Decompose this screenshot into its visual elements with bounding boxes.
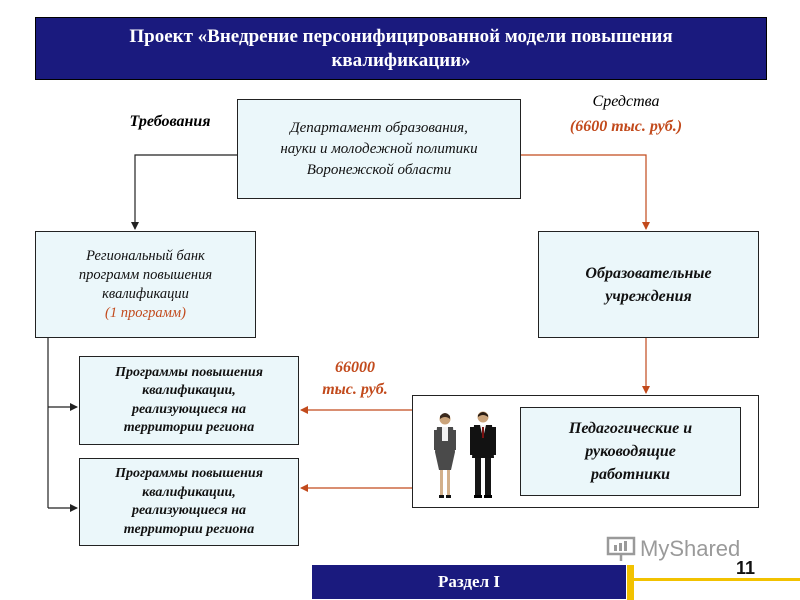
arrow-department-to-bank <box>131 154 237 230</box>
department-line-1: Департамент образования, <box>290 119 468 136</box>
department-line-2: науки и молодежной политики <box>280 140 478 157</box>
title-line-2: квалификации» <box>331 49 471 71</box>
institutions-line-1: Образовательные <box>585 264 712 282</box>
workers-line-1: Педагогические и <box>568 420 693 437</box>
workers-line-3: работники <box>590 466 670 483</box>
bank-line-3: квалификации <box>102 285 189 302</box>
program-box-1: Программы повышения квалификации, реализ… <box>79 356 299 445</box>
bank-line-2: программ повышения <box>78 266 213 283</box>
workers-box: Педагогические и руководящие работники <box>520 407 741 496</box>
program1-line-2: квалификации, <box>142 383 236 398</box>
bank-line-1: Региональный банк <box>86 247 205 264</box>
program-box-2: Программы повышения квалификации, реализ… <box>79 458 299 546</box>
page-title: Проект «Внедрение персонифицированной мо… <box>35 17 767 80</box>
department-line-3: Воронежской области <box>306 161 452 178</box>
amount-line-2: тыс. руб. <box>322 381 388 398</box>
institutions-box: Образовательные учреждения <box>538 231 759 338</box>
arrow-department-to-institutions <box>521 154 650 230</box>
program2-line-1: Программы повышения <box>115 466 263 481</box>
footer-accent-stripe <box>627 565 634 600</box>
funds-label: Средства <box>592 93 660 110</box>
program2-line-2: квалификации, <box>142 484 236 500</box>
institutions-line-2: учреждения <box>605 287 692 305</box>
section-label: Раздел I <box>438 572 500 591</box>
program2-line-3: реализующиеся на <box>132 503 246 518</box>
program1-line-1: Программы повышения <box>115 364 263 380</box>
footer-accent-line <box>634 578 800 581</box>
department-box: Департамент образования, науки и молодеж… <box>237 99 521 199</box>
amount-label: 66000 тыс. руб. <box>300 357 410 401</box>
presentation-icon <box>606 536 636 561</box>
regional-bank-box: Региональный банк программ повышения ква… <box>35 231 256 338</box>
people-figures-icon <box>434 411 496 498</box>
watermark-text: MyShared <box>640 536 741 561</box>
workers-line-2: руководящие <box>585 443 676 460</box>
section-footer: Раздел I <box>312 565 626 599</box>
bank-line-4: (1 программ) <box>105 304 186 321</box>
requirements-label: Требования <box>129 113 211 130</box>
page-number: 11 <box>736 558 756 578</box>
program1-line-4: территории региона <box>123 420 255 435</box>
amount-line-1: 66000 <box>335 359 375 376</box>
watermark: MyShared <box>606 536 740 562</box>
program1-line-3: реализующиеся на <box>132 401 246 417</box>
title-line-1: Проект «Внедрение персонифицированной мо… <box>129 25 673 47</box>
funds-amount-label: (6600 тыс. руб.) <box>569 118 683 135</box>
program2-line-4: территории региона <box>123 521 255 537</box>
